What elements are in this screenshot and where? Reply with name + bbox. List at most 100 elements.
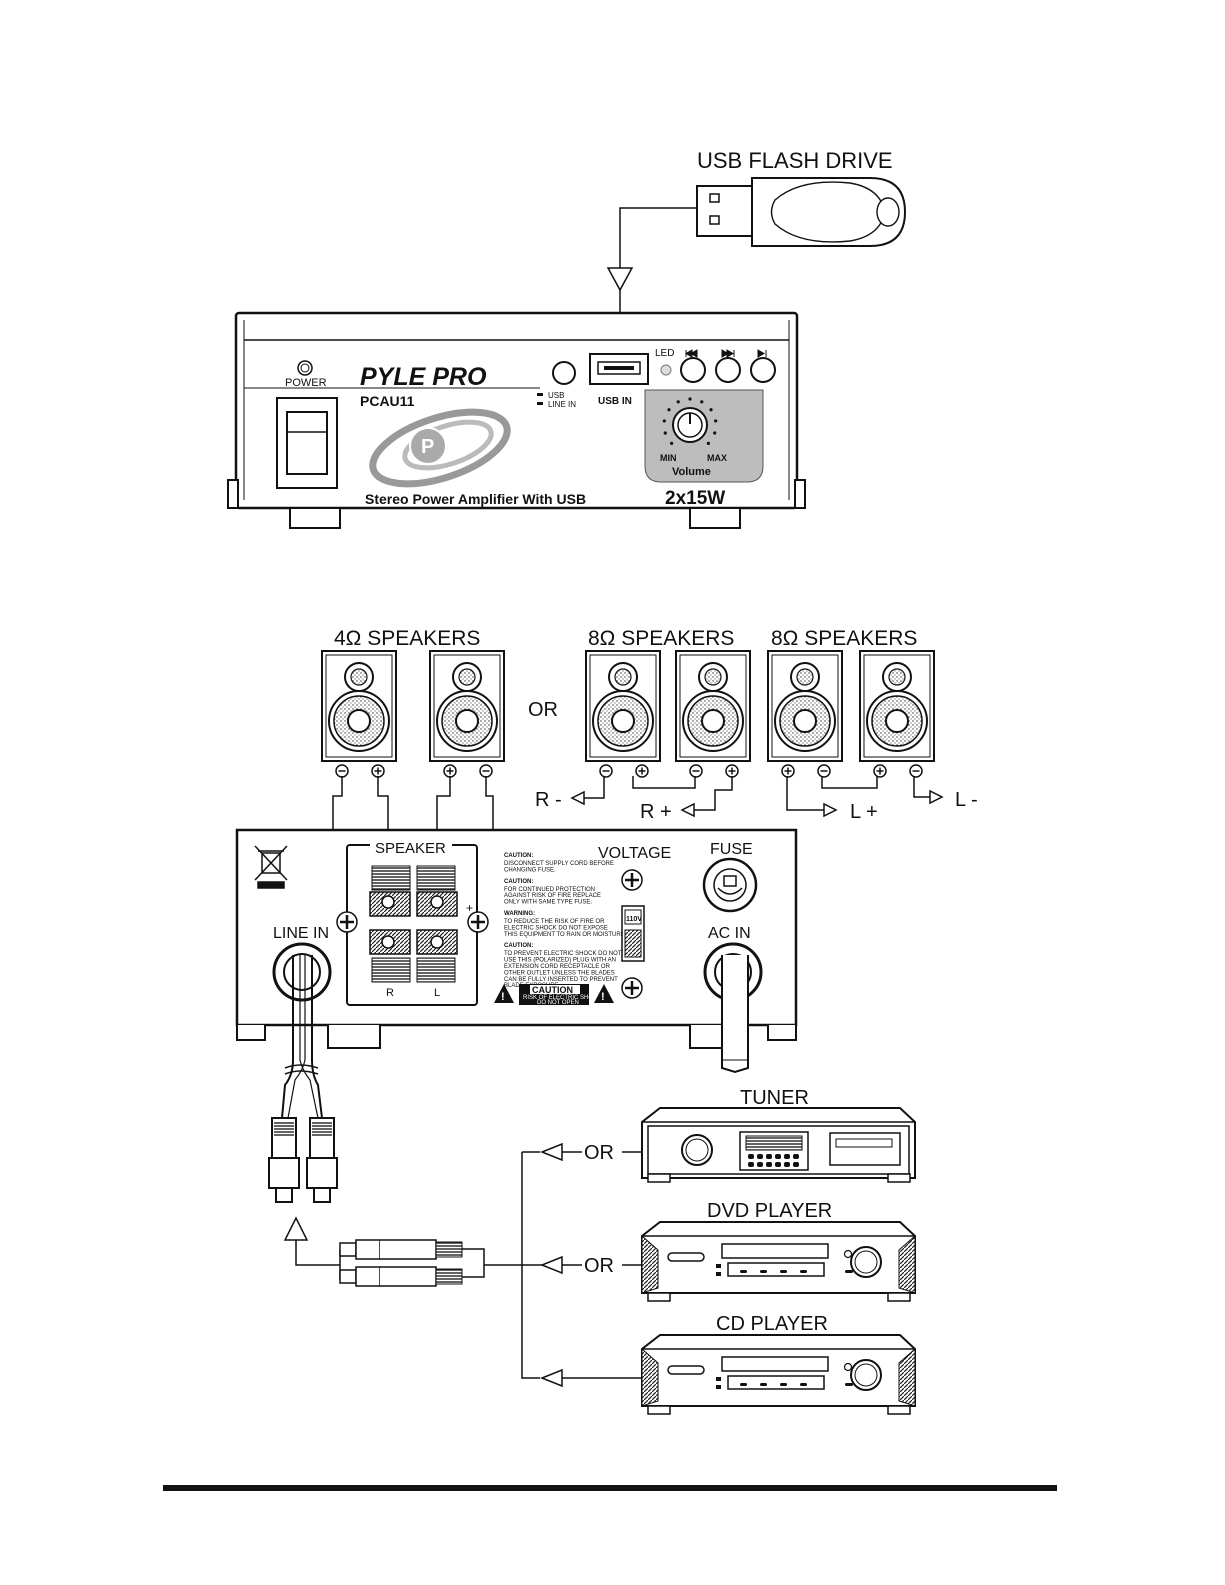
voltage-label: VOLTAGE bbox=[598, 845, 671, 862]
tuner-preset-button bbox=[775, 1162, 781, 1167]
usb-flash-drive bbox=[696, 177, 907, 247]
speaker-cabinet bbox=[675, 650, 751, 762]
usb-cable bbox=[619, 207, 697, 268]
next-button[interactable] bbox=[715, 349, 741, 383]
terminal-plus-icon bbox=[635, 764, 649, 778]
small-button bbox=[716, 1377, 721, 1381]
volume-scale-dot bbox=[676, 400, 680, 404]
screw-left bbox=[336, 911, 358, 933]
notice-line: CAUTION: bbox=[504, 943, 533, 949]
line-in-label: LINE IN bbox=[273, 925, 329, 942]
small-button bbox=[800, 1383, 807, 1386]
speaker-cabinet bbox=[321, 650, 397, 762]
terminal-minus-icon bbox=[599, 764, 613, 778]
voltage-value: 110V bbox=[626, 916, 642, 923]
channel-l-label: L bbox=[434, 987, 440, 999]
terminal-plus-icon bbox=[873, 764, 887, 778]
usb-line-in-switch[interactable] bbox=[552, 361, 576, 385]
power-switch[interactable] bbox=[276, 397, 338, 489]
terminal-plus-icon bbox=[371, 764, 385, 778]
speaker-cabinet bbox=[585, 650, 661, 762]
notice-line: ELECTRIC SHOCK DO NOT EXPOSE bbox=[504, 925, 608, 931]
svg-text:RISK OF ELECTRIC SHOCK: RISK OF ELECTRIC SHOCK bbox=[523, 995, 601, 1001]
notice-line: TO REDUCE THE RISK OF FIRE OR bbox=[504, 919, 605, 925]
tuner-label: TUNER bbox=[740, 1087, 809, 1109]
voltage-selector[interactable] bbox=[621, 905, 645, 962]
footer-rule bbox=[163, 1485, 1057, 1491]
line-in-cable bbox=[281, 955, 323, 1119]
or-label: OR bbox=[528, 699, 558, 721]
volume-scale-dot bbox=[713, 431, 717, 435]
speaker-set bbox=[321, 650, 935, 778]
led-indicator bbox=[660, 364, 672, 376]
tuner-preset-buttons bbox=[748, 1154, 799, 1167]
terminal-plus-icon bbox=[781, 764, 795, 778]
l-minus-label: L - bbox=[955, 789, 978, 811]
small-button bbox=[716, 1385, 721, 1389]
led-label: LED bbox=[655, 348, 674, 359]
voltage-screw-bottom bbox=[621, 977, 643, 999]
usb-arrow bbox=[606, 267, 634, 292]
notice-line: THIS EQUIPMENT TO RAIN OR MOISTURE. bbox=[504, 932, 627, 938]
notice-line: TO PREVENT ELECTRIC SHOCK DO NOT bbox=[504, 951, 622, 957]
tuner-preset-button bbox=[784, 1154, 790, 1159]
speaker-label: SPEAKER bbox=[375, 840, 446, 857]
tuner-preset-button bbox=[775, 1154, 781, 1159]
small-button bbox=[716, 1264, 721, 1268]
tuner-preset-button bbox=[766, 1154, 772, 1159]
volume-knob[interactable] bbox=[672, 407, 708, 443]
small-button bbox=[760, 1383, 767, 1386]
volume-scale-dot bbox=[709, 408, 713, 412]
r-minus-label: R - bbox=[535, 789, 562, 811]
power-label: POWER bbox=[285, 377, 327, 389]
terminal-plus-icon bbox=[725, 764, 739, 778]
notice-line: OTHER OUTLET UNLESS THE BLADES bbox=[504, 970, 615, 976]
safety-notice-text: CAUTION:DISCONNECT SUPPLY CORD BEFORECHA… bbox=[504, 853, 627, 989]
prev-button[interactable] bbox=[680, 349, 706, 383]
notice-line: CAN BE FULLY INSERTED TO PREVENT bbox=[504, 977, 618, 983]
small-button bbox=[740, 1270, 747, 1273]
terminal-minus-icon bbox=[817, 764, 831, 778]
tuner-device bbox=[641, 1107, 916, 1183]
model-label: PCAU11 bbox=[360, 393, 415, 409]
small-button bbox=[740, 1383, 747, 1386]
play-pause-button[interactable] bbox=[750, 349, 776, 383]
svg-text:USB: USB bbox=[548, 391, 564, 400]
brand-logo: PYLE PRO bbox=[360, 363, 487, 391]
terminal-minus-icon bbox=[909, 764, 923, 778]
line-in-arrow bbox=[283, 1216, 309, 1241]
svg-text:LINE IN: LINE IN bbox=[548, 400, 576, 409]
amplifier-rear-panel bbox=[235, 828, 798, 1049]
source-or-2: OR bbox=[584, 1255, 614, 1277]
dvd-buttons bbox=[716, 1264, 807, 1276]
speaker-terminal-block bbox=[346, 844, 478, 1006]
tuner-preset-button bbox=[793, 1162, 799, 1167]
cd-device bbox=[641, 1334, 916, 1415]
small-button bbox=[716, 1272, 721, 1276]
notice-line: ONLY WITH SAME TYPE FUSE. bbox=[504, 900, 592, 906]
rca-cable-pair bbox=[339, 1239, 545, 1287]
volume-scale-dot bbox=[688, 397, 692, 401]
volume-scale-dot bbox=[667, 408, 671, 412]
volume-scale-dot bbox=[714, 419, 718, 423]
notice-line: CAUTION: bbox=[504, 853, 533, 859]
small-button bbox=[800, 1270, 807, 1273]
notice-line: EXTENSION CORD RECEPTACLE OR bbox=[504, 964, 611, 970]
rca-plugs bbox=[268, 1117, 338, 1203]
channel-r-label: R bbox=[386, 987, 394, 999]
volume-scale-dots bbox=[662, 397, 718, 445]
svg-text:!: ! bbox=[601, 991, 605, 1003]
tuner-preset-button bbox=[748, 1154, 754, 1159]
volume-max-label: MAX bbox=[707, 453, 727, 463]
ac-power-cord bbox=[721, 955, 749, 1074]
terminal-minus-icon bbox=[689, 764, 703, 778]
usb-in-port[interactable] bbox=[589, 353, 649, 385]
fuse-holder[interactable] bbox=[702, 857, 758, 913]
tuner-preset-button bbox=[757, 1162, 763, 1167]
notice-line: CHANGING FUSE. bbox=[504, 867, 556, 873]
tuner-preset-button bbox=[748, 1162, 754, 1167]
volume-scale-dot bbox=[670, 441, 674, 445]
usb-drive-label: USB FLASH DRIVE bbox=[697, 148, 893, 173]
l-plus-label: L + bbox=[850, 801, 878, 823]
